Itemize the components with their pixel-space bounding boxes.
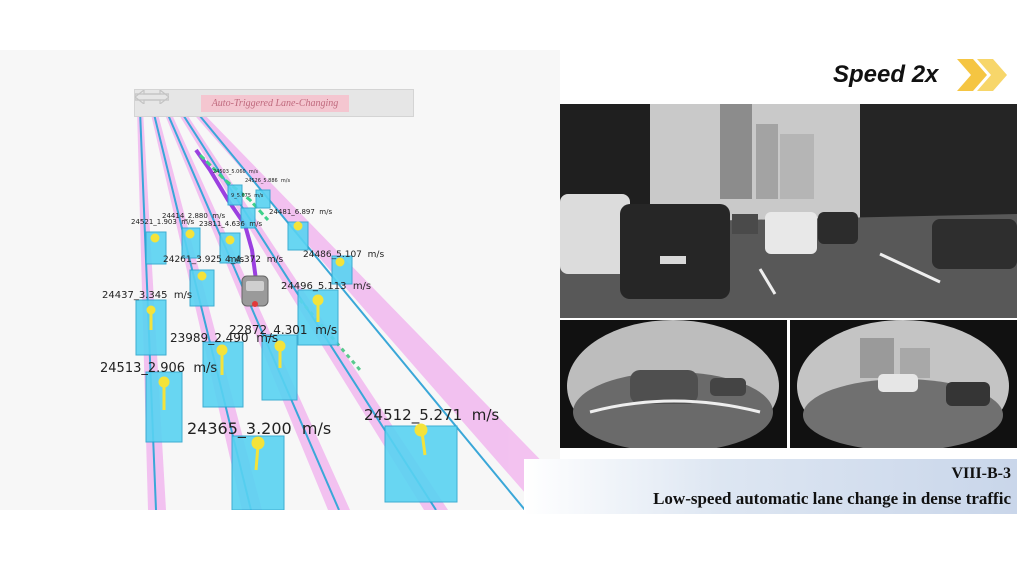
planned-path	[194, 148, 362, 371]
vehicle-label: 23811_4.636 m/s	[199, 220, 263, 228]
heading-arrows	[146, 221, 428, 471]
vehicle-label: 24486_5.107 m/s	[303, 250, 385, 260]
front-camera-view	[560, 104, 1017, 318]
vehicle-label: 4_4.372 m/s	[225, 255, 284, 265]
section-title: Low-speed automatic lane change in dense…	[653, 489, 1011, 508]
section-number: VIII-B-3	[951, 465, 1011, 482]
banner-label: Auto-Triggered Lane-Changing	[201, 95, 349, 112]
lane-change-banner: Auto-Triggered Lane-Changing	[134, 89, 414, 117]
front-camera-scene	[560, 104, 1017, 318]
vehicle-label: 22872_4.301 m/s	[229, 323, 338, 337]
vehicle-label: 23989_2.490 m/s	[170, 331, 279, 345]
vehicle-label: 24261_3.925 m/s	[163, 255, 245, 265]
fisheye-left-scene	[560, 320, 787, 448]
vehicle-label: 24526_5.886 m/s	[245, 178, 291, 184]
section-caption: VIII-B-3 Low-speed automatic lane change…	[524, 459, 1017, 514]
vehicle-label: 24513_2.906 m/s	[100, 361, 218, 376]
road-scene	[135, 109, 560, 510]
ego-vehicle	[241, 275, 269, 307]
fisheye-camera-left	[560, 320, 787, 448]
vehicle-label: 24481_6.897 m/s	[269, 208, 333, 216]
arrow-left-icon	[135, 90, 169, 104]
lane-change-visualization: Auto-Triggered Lane-Changing 24437_3.345…	[0, 50, 560, 510]
vehicle-label: 24503_5.060 m/s	[213, 169, 259, 175]
vehicle-label: 24365_3.200 m/s	[187, 419, 332, 438]
arrow-right-icon	[135, 90, 169, 104]
fast-forward-icon	[957, 59, 1007, 91]
vehicle-label: 24414_2.880 m/s	[162, 212, 226, 220]
playback-speed-label: Speed 2x	[833, 61, 939, 88]
vehicle-label: 9_5.675 m/s	[231, 193, 264, 199]
fisheye-right-scene	[790, 320, 1017, 448]
vehicle-label: 24496_5.113 m/s	[281, 281, 372, 292]
vehicle-label: 24437_3.345 m/s	[102, 290, 193, 301]
fisheye-camera-right	[790, 320, 1017, 448]
lane-bands	[137, 110, 560, 510]
vehicle-label: 24521_1.903 m/s	[131, 218, 195, 226]
vehicle-label: 24512_5.271 m/s	[364, 406, 500, 424]
